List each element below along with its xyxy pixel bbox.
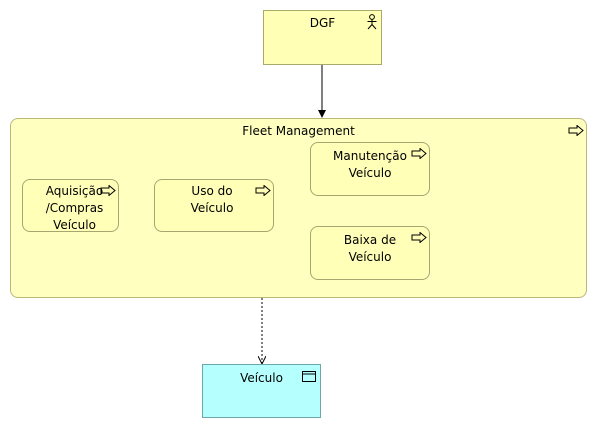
usage-label: Uso do Veículo <box>190 184 234 215</box>
disposal-label: Baixa de Veículo <box>343 233 397 264</box>
process-arrow-icon <box>411 147 427 162</box>
process-arrow-icon <box>255 184 271 199</box>
vehicle-label: Veículo <box>240 371 283 385</box>
process-acquisition[interactable]: Aquisição /Compras Veículo <box>22 179 119 232</box>
process-arrow-icon <box>100 184 116 199</box>
process-usage[interactable]: Uso do Veículo <box>154 179 274 232</box>
maintenance-label: Manutenção Veículo <box>333 149 407 180</box>
application-component-vehicle[interactable]: Veículo <box>202 364 321 418</box>
process-arrow-icon <box>568 124 584 139</box>
actor-dgf[interactable]: DGF <box>263 10 382 65</box>
process-maintenance[interactable]: Manutenção Veículo <box>310 142 430 196</box>
process-arrow-icon <box>411 231 427 246</box>
actor-icon <box>366 14 378 33</box>
process-disposal[interactable]: Baixa de Veículo <box>310 226 430 280</box>
application-component-icon <box>302 371 316 385</box>
fleet-management-label: Fleet Management <box>242 124 355 138</box>
acquisition-label: Aquisição /Compras Veículo <box>45 184 104 232</box>
actor-dgf-label: DGF <box>309 16 336 30</box>
